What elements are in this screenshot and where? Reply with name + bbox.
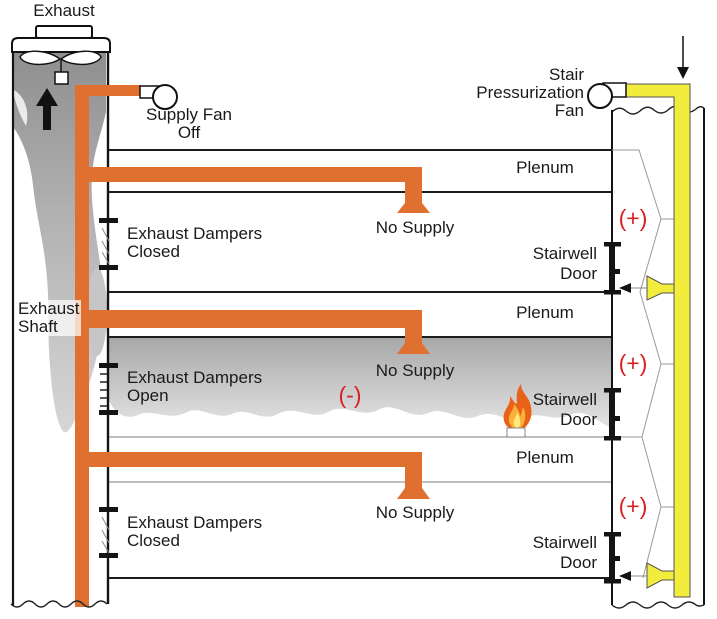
stair-fan-label: Stair Pressurization Fan [476, 65, 584, 120]
supply-diffuser-upper [397, 203, 430, 213]
supply-riser [75, 85, 89, 607]
fire-floor-smoke [108, 338, 611, 428]
shaft-bottom-break [10, 600, 108, 608]
stair-pressure-upper: (+) [618, 205, 648, 231]
door-airflow-arrow-lower [619, 571, 647, 581]
plenum-label-upper: Plenum [516, 158, 574, 177]
no-supply-label-lower: No Supply [375, 503, 455, 522]
supply-fan-duct [75, 85, 141, 96]
fire-icon [503, 384, 532, 438]
floor-lines [108, 149, 612, 579]
damper-label-upper: Exhaust Dampers Closed [127, 224, 263, 261]
supply-fan-icon [139, 84, 178, 110]
exhaust-fan-propeller-icon [19, 50, 102, 85]
exhaust-up-arrow-icon [36, 88, 58, 130]
stairwell-door-upper [604, 242, 621, 295]
stairwell-door-lower [604, 532, 621, 584]
door-airflow-arrow-upper [619, 283, 647, 293]
stair-pressure-fire: (+) [618, 350, 648, 376]
supply-branch-lower [75, 452, 422, 467]
supply-diffuser-lower [397, 488, 430, 499]
shaft-smoke-plume [14, 53, 107, 433]
exhaust-fan-housing [11, 25, 111, 53]
damper-label-fire: Exhaust Dampers Open [127, 368, 263, 405]
exhaust-damper-closed-lower [99, 507, 118, 558]
door-nozzle-lower [646, 562, 675, 589]
supply-diffuser-fire [397, 343, 430, 354]
stair-fan-icon [587, 82, 627, 109]
supply-fan-label: Supply Fan Off [146, 105, 232, 142]
plenum-label-lower: Plenum [516, 448, 574, 467]
exhaust-outlet-label: Exhaust [33, 1, 95, 20]
supply-branch-upper [75, 167, 422, 182]
stairwell-structure [611, 105, 705, 609]
no-supply-label-fire: No Supply [375, 361, 455, 380]
supply-branch-fire [75, 310, 422, 328]
stairwell-top-break [611, 105, 705, 115]
door-nozzle-upper [646, 275, 675, 301]
stairwell-door-label-fire: Stairwell Door [532, 390, 597, 429]
exhaust-damper-open-fire [99, 363, 118, 415]
exhaust-damper-closed-upper [99, 218, 118, 270]
outside-air-down-arrow-icon [677, 36, 689, 79]
no-supply-label-upper: No Supply [375, 218, 455, 237]
supply-ductwork [75, 85, 430, 607]
stair-pressure-lower: (+) [618, 493, 648, 519]
stairwell-door-label-lower: Stairwell Door [532, 533, 597, 572]
damper-label-lower: Exhaust Dampers Closed [127, 513, 263, 550]
stairwell-door-fire [604, 388, 621, 441]
stairwell-door-label-upper: Stairwell Door [532, 244, 597, 283]
floor-pressure-fire: (-) [338, 382, 362, 408]
plenum-label-fire: Plenum [516, 303, 574, 322]
exhaust-shaft-label: Exhaust Shaft [16, 299, 82, 336]
stairwell-bottom-break [611, 601, 705, 609]
